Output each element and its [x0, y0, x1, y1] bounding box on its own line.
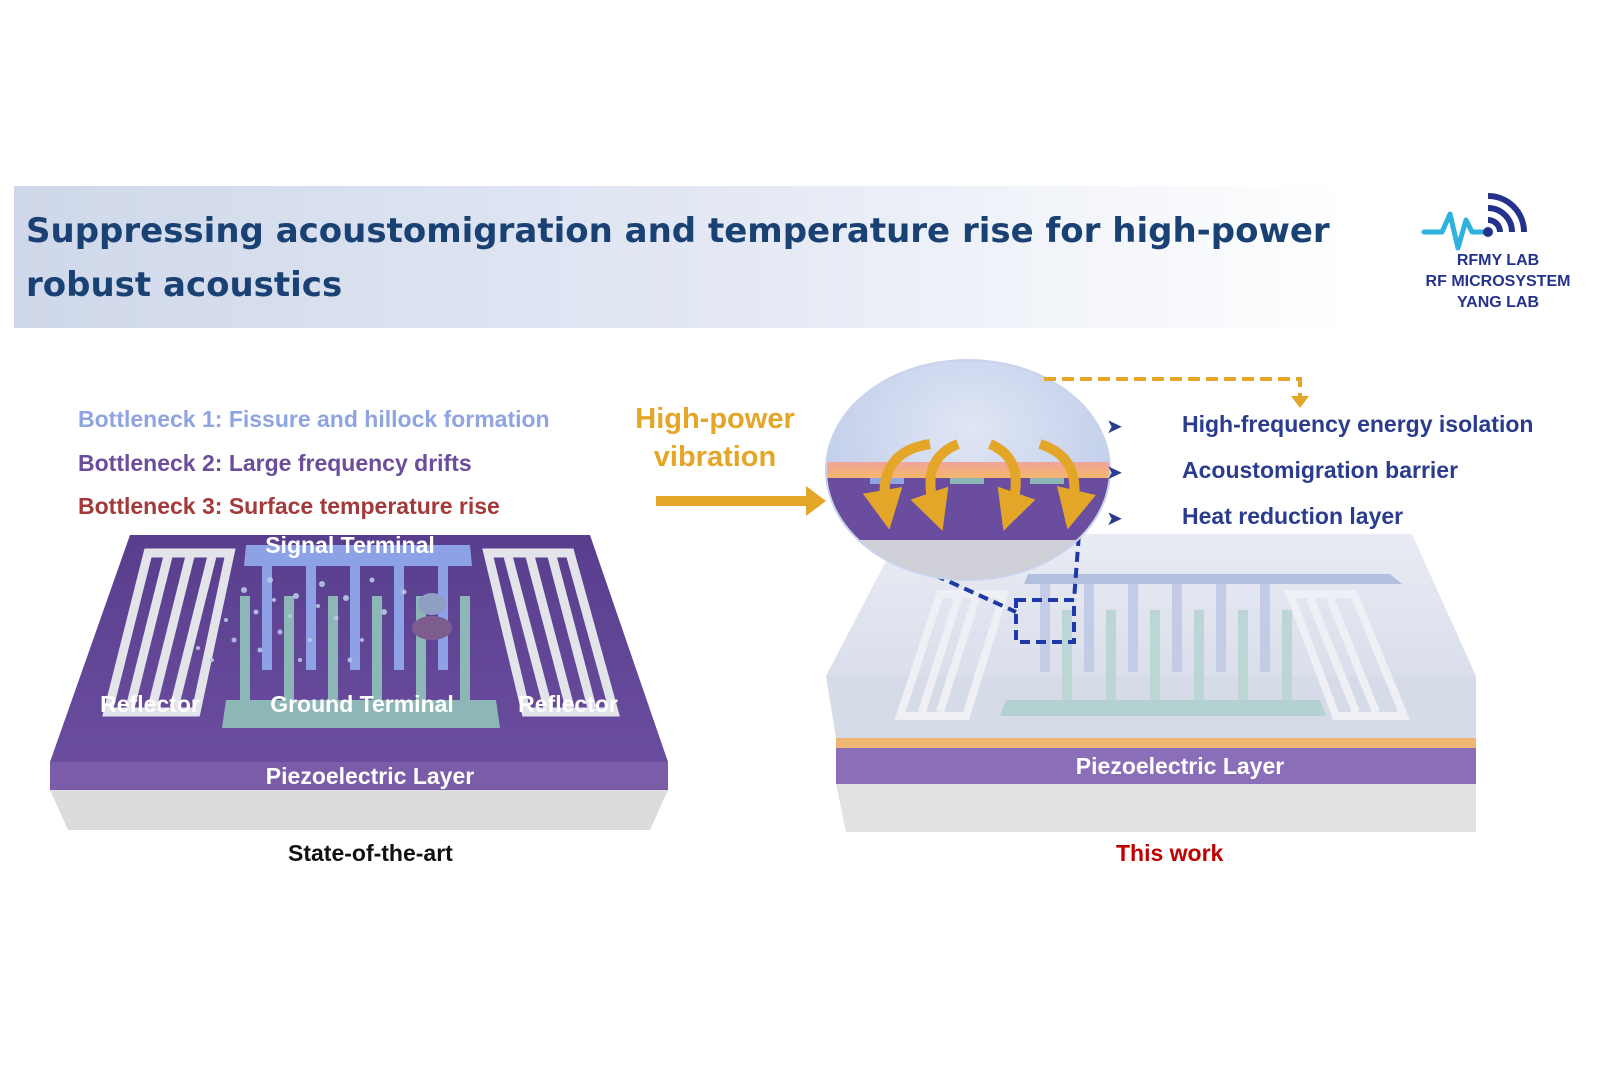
right-fingers	[1040, 584, 1270, 672]
left-caption: State-of-the-art	[288, 840, 453, 866]
signal-terminal-label: Signal Terminal	[265, 532, 435, 558]
left-piezo-side	[50, 762, 668, 790]
reflector-right-label: Reflector	[518, 691, 618, 717]
right-piezo-label: Piezoelectric Layer	[1076, 753, 1284, 779]
right-caption: This work	[1116, 840, 1224, 866]
reflector-left-label: Reflector	[100, 691, 200, 717]
right-piezo-side	[836, 748, 1476, 784]
page-title: Suppressing acoustomigration and tempera…	[26, 211, 1330, 305]
right-ground-bar	[1000, 700, 1326, 716]
high-power-label: High-power vibration	[620, 400, 810, 476]
right-substrate	[836, 784, 1476, 832]
left-reflector	[102, 548, 236, 717]
feature-1-icon: ➤	[1106, 414, 1123, 438]
fissure-blob	[418, 593, 446, 615]
feature-3: Heat reduction layer	[1182, 503, 1404, 529]
feature-1: High-frequency energy isolation	[1182, 411, 1534, 437]
right-signal-bar	[1024, 574, 1402, 584]
feature-pointer-arrow	[1044, 377, 1309, 408]
reflected-wave-arrows	[862, 439, 1096, 531]
right-reflector	[482, 548, 620, 717]
high-power-arrow	[656, 486, 826, 516]
crack-area	[412, 616, 452, 640]
bottleneck-2: Bottleneck 2: Large frequency drifts	[78, 450, 472, 476]
left-signal-terminal	[244, 545, 472, 566]
bottleneck-1: Bottleneck 1: Fissure and hillock format…	[78, 406, 550, 432]
logo-line-3: YANG LAB	[1456, 294, 1540, 311]
hillock-debris	[196, 577, 407, 663]
left-substrate	[50, 790, 668, 830]
high-power-line-2: vibration	[653, 441, 777, 473]
feature-2: Acoustomigration barrier	[1182, 457, 1459, 483]
left-piezo-label: Piezoelectric Layer	[266, 763, 474, 789]
right-reflectors	[894, 590, 1410, 720]
right-device: Piezoelectric Layer	[826, 534, 1476, 832]
high-power-line-1: High-power	[635, 403, 795, 435]
right-fingers-ground	[1062, 610, 1292, 700]
logo-line-2: RF MICROSYSTEM	[1425, 273, 1571, 290]
logo-line-1: RFMY LAB	[1456, 252, 1540, 269]
feature-2-icon: ➤	[1106, 460, 1123, 484]
ground-terminal-label: Ground Terminal	[270, 691, 454, 717]
left-ground-terminal	[222, 700, 500, 728]
feature-3-icon: ➤	[1106, 506, 1123, 530]
heat-reduction-layer	[836, 738, 1476, 748]
title-banner	[14, 186, 1344, 328]
ground-fingers	[240, 596, 470, 700]
left-device: Signal Terminal Reflector Ground Termina…	[50, 532, 668, 830]
bottleneck-3: Bottleneck 3: Surface temperature rise	[78, 493, 500, 519]
rf-signal-wave-icon	[1421, 193, 1527, 251]
